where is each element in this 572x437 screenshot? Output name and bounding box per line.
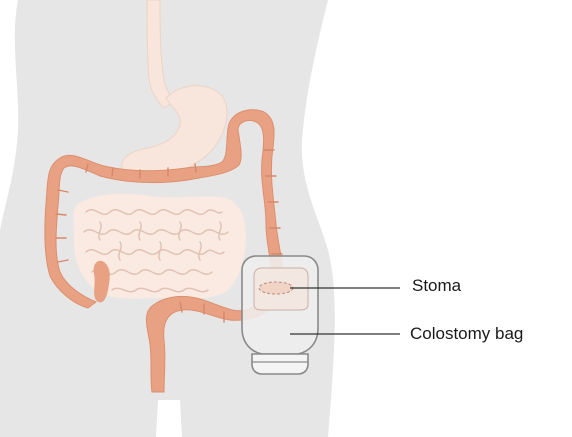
colostomy-bag bbox=[242, 256, 318, 374]
stoma-label: Stoma bbox=[412, 276, 461, 296]
bag-outlet bbox=[252, 354, 308, 374]
stoma-marker bbox=[259, 282, 293, 294]
colostomy-bag-label: Colostomy bag bbox=[410, 324, 523, 344]
